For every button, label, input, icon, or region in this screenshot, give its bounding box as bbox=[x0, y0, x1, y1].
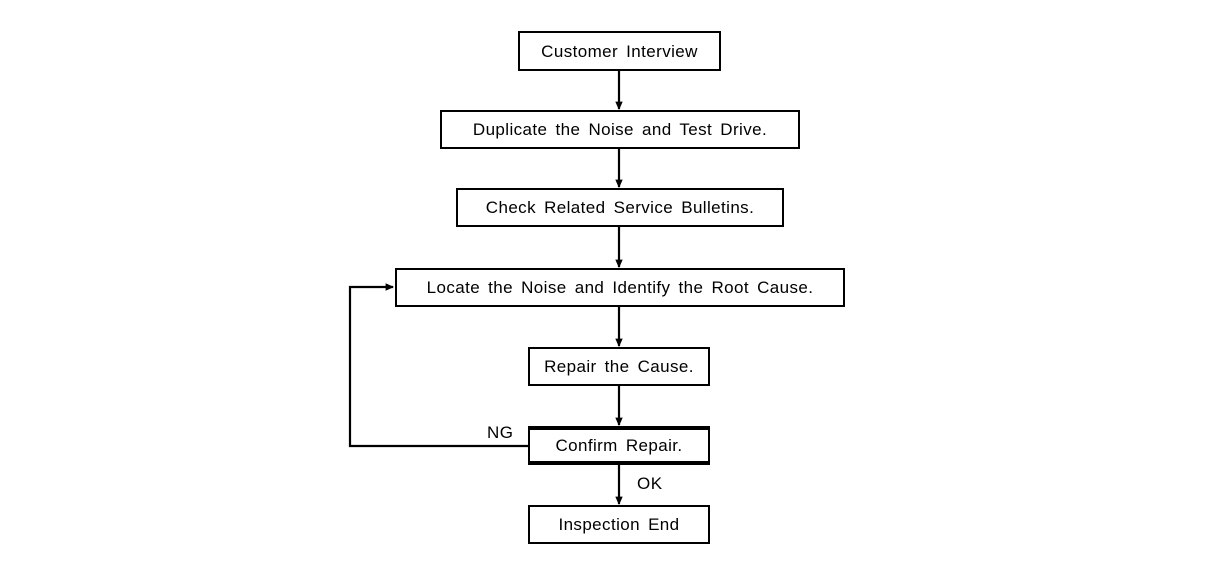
node-confirm-repair[interactable]: Confirm Repair. bbox=[528, 426, 710, 465]
node-check-related-service-bulletins[interactable]: Check Related Service Bulletins. bbox=[456, 188, 784, 227]
node-inspection-end[interactable]: Inspection End bbox=[528, 505, 710, 544]
node-locate-noise-identify-root-cause[interactable]: Locate the Noise and Identify the Root C… bbox=[395, 268, 845, 307]
node-repair-the-cause[interactable]: Repair the Cause. bbox=[528, 347, 710, 386]
edge-label-ng: NG bbox=[487, 423, 514, 442]
edge-label-ok: OK bbox=[637, 474, 663, 493]
node-duplicate-noise-and-test-drive[interactable]: Duplicate the Noise and Test Drive. bbox=[440, 110, 800, 149]
node-customer-interview[interactable]: Customer Interview bbox=[518, 31, 721, 71]
